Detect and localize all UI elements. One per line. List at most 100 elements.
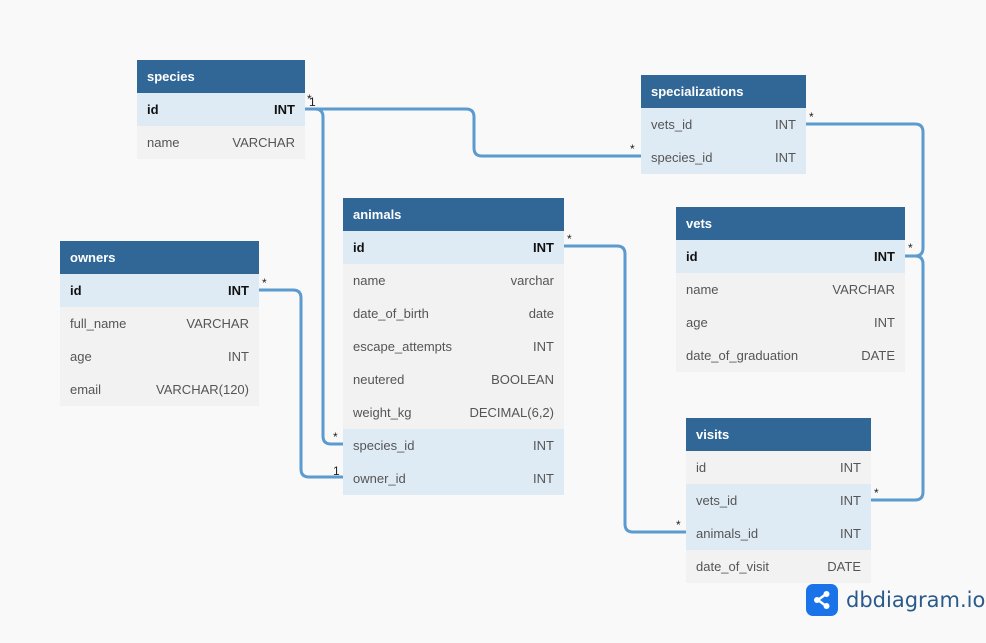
field-name: age <box>686 315 708 330</box>
field-row-vets-id[interactable]: vets_id INT <box>641 108 806 141</box>
cardinality-many-label: * <box>908 241 913 255</box>
field-type: INT <box>775 150 796 165</box>
field-type: INT <box>228 283 249 298</box>
field-row-id[interactable]: id INT <box>686 451 871 484</box>
field-name: neutered <box>353 372 405 387</box>
cardinality-many-label: * <box>809 110 814 124</box>
cardinality-many-label: * <box>333 430 338 444</box>
field-name: escape_attempts <box>353 339 453 354</box>
field-row-weight-kg[interactable]: weight_kg DECIMAL(6,2) <box>343 396 564 429</box>
field-row-date-of-graduation[interactable]: date_of_graduation DATE <box>676 339 905 372</box>
field-row-name[interactable]: name varchar <box>343 264 564 297</box>
field-name: id <box>696 460 707 475</box>
field-row-animals-id[interactable]: animals_id INT <box>686 517 871 550</box>
field-row-species-id[interactable]: species_id INT <box>343 429 564 462</box>
share-nodes-icon <box>806 584 838 616</box>
field-type: INT <box>874 249 895 264</box>
table-header[interactable]: species <box>137 60 305 93</box>
field-name: email <box>70 382 102 397</box>
field-name: id <box>147 102 159 117</box>
field-type: DATE <box>827 559 861 574</box>
field-type: INT <box>840 526 861 541</box>
field-type: VARCHAR <box>832 282 895 297</box>
cardinality-many-label: * <box>262 276 267 290</box>
field-type: VARCHAR <box>232 135 295 150</box>
rel-animals-visits <box>564 244 686 534</box>
table-header[interactable]: specializations <box>641 75 806 108</box>
field-row-age[interactable]: age INT <box>60 340 259 373</box>
field-row-species-id[interactable]: species_id INT <box>641 141 806 174</box>
field-type: INT <box>228 349 249 364</box>
cardinality-many-label: * <box>676 518 681 532</box>
field-name: date_of_visit <box>696 559 769 574</box>
rel-owners-animals <box>259 288 343 479</box>
table-species[interactable]: species id INT name VARCHAR <box>137 60 305 159</box>
field-row-neutered[interactable]: neutered BOOLEAN <box>343 363 564 396</box>
field-row-age[interactable]: age INT <box>676 306 905 339</box>
field-row-name[interactable]: name VARCHAR <box>676 273 905 306</box>
table-specializations[interactable]: specializations vets_id INT species_id I… <box>641 75 806 174</box>
field-type: INT <box>533 438 554 453</box>
field-name: species_id <box>651 150 713 165</box>
field-row-date-of-visit[interactable]: date_of_visit DATE <box>686 550 871 583</box>
field-row-name[interactable]: name VARCHAR <box>137 126 305 159</box>
field-type: VARCHAR <box>186 316 249 331</box>
field-type: INT <box>533 240 554 255</box>
cardinality-one-label: 1 <box>309 95 316 109</box>
field-row-owner-id[interactable]: owner_id INT <box>343 462 564 495</box>
field-name: animals_id <box>696 526 759 541</box>
cardinality-many-label: * <box>567 232 572 246</box>
field-name: vets_id <box>651 117 693 132</box>
table-header[interactable]: vets <box>676 207 905 240</box>
field-row-email[interactable]: email VARCHAR(120) <box>60 373 259 406</box>
field-type: INT <box>840 493 861 508</box>
table-header[interactable]: visits <box>686 418 871 451</box>
field-name: id <box>353 240 365 255</box>
table-visits[interactable]: visits id INT vets_id INT animals_id INT… <box>686 418 871 583</box>
field-row-id[interactable]: id INT <box>676 240 905 273</box>
field-name: age <box>70 349 92 364</box>
table-header[interactable]: animals <box>343 198 564 231</box>
field-name: full_name <box>70 316 127 331</box>
field-type: INT <box>874 315 895 330</box>
field-row-id[interactable]: id INT <box>60 274 259 307</box>
field-type: varchar <box>510 273 554 288</box>
field-row-id[interactable]: id INT <box>137 93 305 126</box>
table-header[interactable]: owners <box>60 241 259 274</box>
field-row-full-name[interactable]: full_name VARCHAR <box>60 307 259 340</box>
field-name: species_id <box>353 438 415 453</box>
field-type: INT <box>533 339 554 354</box>
field-type: DATE <box>861 348 895 363</box>
field-type: BOOLEAN <box>491 372 554 387</box>
field-name: id <box>686 249 698 264</box>
field-type: INT <box>274 102 295 117</box>
field-type: INT <box>840 460 861 475</box>
field-type: INT <box>775 117 796 132</box>
field-name: name <box>353 273 386 288</box>
field-row-id[interactable]: id INT <box>343 231 564 264</box>
table-animals[interactable]: animals id INT name varchar date_of_birt… <box>343 198 564 495</box>
field-row-vets-id[interactable]: vets_id INT <box>686 484 871 517</box>
rel-species-specializations <box>305 107 641 158</box>
field-name: id <box>70 283 82 298</box>
field-type: INT <box>533 471 554 486</box>
cardinality-many-label: * <box>307 92 312 106</box>
field-row-date-of-birth[interactable]: date_of_birth date <box>343 297 564 330</box>
field-name: name <box>147 135 180 150</box>
cardinality-many-label: * <box>630 142 635 156</box>
field-name: vets_id <box>696 493 738 508</box>
cardinality-one-label: 1 <box>333 464 340 478</box>
field-name: weight_kg <box>353 405 412 420</box>
table-owners[interactable]: owners id INT full_name VARCHAR age INT … <box>60 241 259 406</box>
brand-name: dbdiagram.io <box>846 588 986 612</box>
field-type: date <box>528 306 554 321</box>
field-name: date_of_birth <box>353 306 429 321</box>
field-name: name <box>686 282 719 297</box>
cardinality-many-label: * <box>874 486 879 500</box>
field-row-escape-attempts[interactable]: escape_attempts INT <box>343 330 564 363</box>
field-type: VARCHAR(120) <box>156 382 249 397</box>
dbdiagram-brand[interactable]: dbdiagram.io <box>806 584 985 616</box>
rel-species-animals <box>305 107 343 446</box>
table-vets[interactable]: vets id INT name VARCHAR age INT date_of… <box>676 207 905 372</box>
